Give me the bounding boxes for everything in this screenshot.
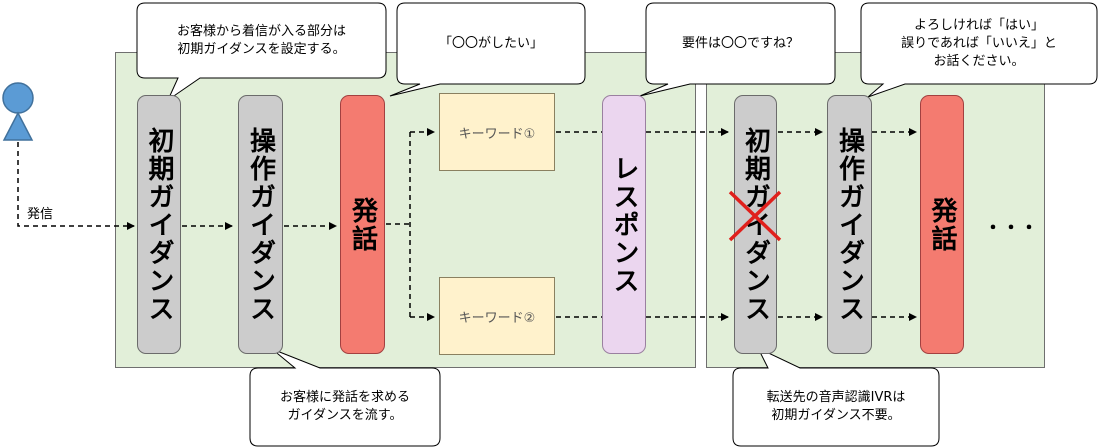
transfer-utterance-box: 発話: [920, 95, 964, 354]
keyword2-box: キーワード②: [439, 277, 555, 355]
transfer-operation-guidance-label: 操作ガイダンス: [834, 126, 865, 323]
callout-prompt-shape: [249, 348, 441, 447]
response-label: レスポンス: [609, 154, 639, 295]
utterance-box: 発話: [340, 95, 385, 354]
operation-guidance-box: 操作ガイダンス: [238, 95, 283, 354]
keyword2-label: キーワード②: [458, 310, 536, 326]
transfer-utterance-label: 発話: [927, 196, 957, 253]
utterance-label: 発話: [347, 196, 378, 253]
keyword1-box: キーワード①: [439, 93, 555, 171]
callout-confirm: 要件は〇〇ですね？: [681, 35, 799, 51]
callout-transfer-shape: [732, 346, 940, 447]
callout-prompt-utterance: お客様に発話を求める ガイダンスを流す。: [279, 390, 410, 423]
left-flow-panel: [115, 52, 696, 368]
callout-initial-guidance-note: お客様から着信が入る部分は 初期ガイダンスを設定する。: [176, 23, 346, 57]
callout-confirm-shape: [639, 2, 836, 97]
callout-want-shape: [389, 2, 586, 97]
keyword1-label: キーワード①: [458, 126, 536, 142]
continuation-ellipsis: ・・・: [984, 218, 1038, 239]
initial-guidance-label: 初期ガイダンス: [144, 126, 174, 323]
callout-initial-guidance-shape: [136, 2, 387, 102]
transfer-operation-guidance-box: 操作ガイダンス: [827, 95, 872, 354]
callout-yes-no: よろしければ「はい」 誤りであれば「いいえ」と お話ください。: [901, 17, 1057, 69]
operation-guidance-label: 操作ガイダンス: [245, 126, 276, 323]
transfer-initial-guidance-box: 初期ガイダンス: [734, 95, 777, 354]
transfer-initial-guidance-label: 初期ガイダンス: [740, 126, 771, 323]
caller-line: [17, 142, 135, 230]
response-box: レスポンス: [602, 95, 646, 354]
caller-label: 発信: [27, 207, 54, 222]
callout-want-to-do: 「〇〇がしたい」: [438, 35, 543, 51]
callout-transfer-note: 転送先の音声認識IVRは 初期ガイダンス不要。: [766, 390, 906, 423]
caller-person-icon: [2, 82, 34, 141]
initial-guidance-box: 初期ガイダンス: [137, 95, 181, 354]
callout-yes-no-shape: [860, 2, 1098, 98]
